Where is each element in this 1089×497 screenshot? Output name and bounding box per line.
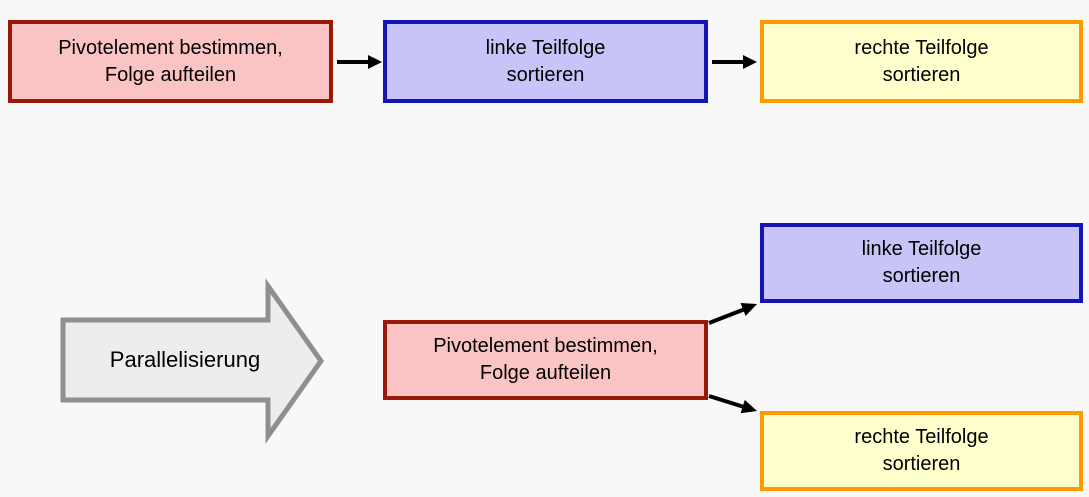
box-sequential-right-subsequence: rechte Teilfolge sortieren: [760, 20, 1083, 103]
arrow-seq-left-to-right: [712, 55, 757, 69]
box-parallel-left-subsequence-label: linke Teilfolge sortieren: [861, 238, 982, 287]
arrow-par-pivot-to-right: [708, 394, 757, 414]
parallelisierung-label: Parallelisierung: [109, 347, 261, 372]
box-parallel-right-subsequence-label: rechte Teilfolge sortieren: [854, 426, 989, 475]
box-parallel-left-subsequence: linke Teilfolge sortieren: [760, 223, 1083, 303]
box-sequential-left-subsequence: linke Teilfolge sortieren: [383, 20, 708, 103]
arrow-seq-pivot-to-left: [337, 55, 382, 69]
box-sequential-right-subsequence-label: rechte Teilfolge sortieren: [854, 36, 989, 86]
box-parallel-pivot: Pivotelement bestimmen, Folge aufteilen: [383, 320, 708, 400]
box-sequential-left-subsequence-label: linke Teilfolge sortieren: [485, 36, 606, 86]
arrow-par-pivot-to-left: [708, 303, 757, 325]
box-parallel-pivot-label: Pivotelement bestimmen, Folge aufteilen: [433, 335, 658, 384]
box-parallel-right-subsequence: rechte Teilfolge sortieren: [760, 411, 1083, 491]
box-sequential-pivot: Pivotelement bestimmen, Folge aufteilen: [8, 20, 333, 103]
parallelisierung-block-arrow: [60, 278, 325, 444]
box-sequential-pivot-label: Pivotelement bestimmen, Folge aufteilen: [58, 36, 283, 86]
